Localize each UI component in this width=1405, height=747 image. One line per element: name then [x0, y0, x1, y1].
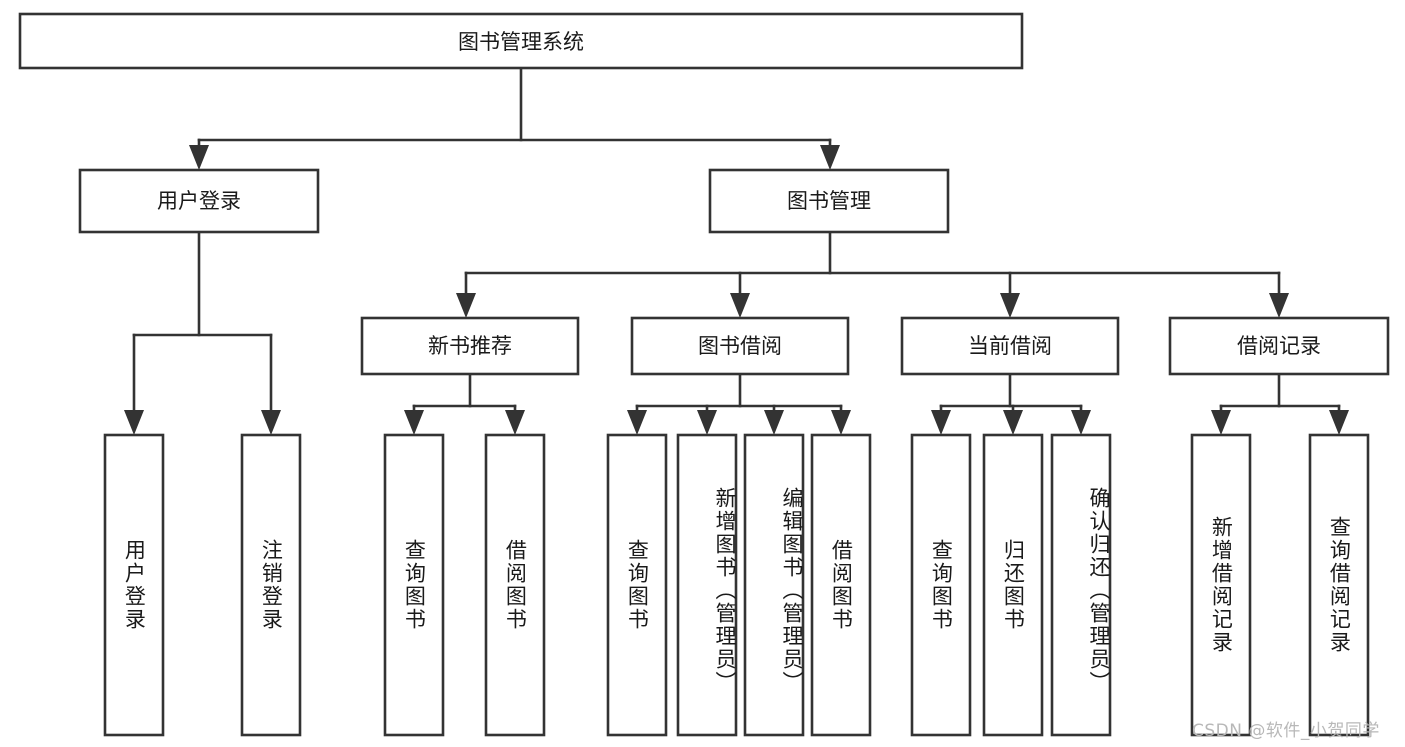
arrow-leaf-user-login: [124, 410, 144, 435]
arrow-new-book-recommend: [456, 293, 476, 318]
edges-layer: [124, 66, 1349, 435]
node-box-leaf-add-book[interactable]: [676, 433, 738, 737]
node-box-leaf-query-book-borrow[interactable]: [606, 433, 668, 737]
node-box-leaf-return-book[interactable]: [982, 433, 1044, 737]
arrow-book-borrow: [730, 293, 750, 318]
node-label-current-borrow: 当前借阅: [968, 334, 1052, 358]
node-box-borrow-record[interactable]: [1168, 316, 1390, 376]
arrow-leaf-edit-book: [764, 410, 784, 435]
node-box-leaf-borrow-book-rec[interactable]: [484, 433, 546, 737]
arrow-book-management: [820, 145, 840, 170]
arrow-user-login: [189, 145, 209, 170]
node-box-book-management[interactable]: [708, 168, 950, 234]
arrow-leaf-logout: [261, 410, 281, 435]
node-box-leaf-borrow-book[interactable]: [810, 433, 872, 737]
arrow-current-borrow: [1000, 293, 1020, 318]
node-label-borrow-record: 借阅记录: [1237, 334, 1321, 358]
node-label-root: 图书管理系统: [458, 30, 584, 54]
node-box-leaf-confirm-return[interactable]: [1050, 433, 1112, 737]
node-box-leaf-user-login[interactable]: [103, 433, 165, 737]
arrow-leaf-query-record: [1329, 410, 1349, 435]
node-box-leaf-query-record[interactable]: [1308, 433, 1370, 737]
nodes-layer: 图书管理系统 用户登录 图书管理 新书推荐 图书借阅 当前借阅 借阅记录: [18, 12, 1390, 737]
arrow-leaf-query-book-rec: [404, 410, 424, 435]
node-label-new-book-recommend: 新书推荐: [428, 334, 512, 358]
node-box-leaf-query-book-current[interactable]: [910, 433, 972, 737]
node-box-current-borrow[interactable]: [900, 316, 1120, 376]
csdn-watermark: CSDN @软件_小贺同学: [1192, 721, 1380, 741]
arrow-leaf-add-book: [697, 410, 717, 435]
node-label-book-management: 图书管理: [787, 189, 871, 213]
node-box-user-login[interactable]: [78, 168, 320, 234]
node-box-leaf-query-book-rec[interactable]: [383, 433, 445, 737]
arrow-borrow-record: [1269, 293, 1289, 318]
arrow-leaf-query-book-borrow: [627, 410, 647, 435]
node-box-new-book-recommend[interactable]: [360, 316, 580, 376]
node-box-root[interactable]: [18, 12, 1024, 70]
node-box-leaf-logout[interactable]: [240, 433, 302, 737]
arrow-leaf-borrow-book-rec: [505, 410, 525, 435]
arrow-leaf-borrow-book: [831, 410, 851, 435]
arrow-leaf-query-book-current: [931, 410, 951, 435]
arrow-leaf-confirm-return: [1071, 410, 1091, 435]
arrow-leaf-return-book: [1003, 410, 1023, 435]
node-box-book-borrow[interactable]: [630, 316, 850, 376]
node-box-leaf-edit-book[interactable]: [743, 433, 805, 737]
arrow-leaf-add-record: [1211, 410, 1231, 435]
node-label-book-borrow: 图书借阅: [698, 334, 782, 358]
node-label-user-login: 用户登录: [157, 189, 241, 213]
node-box-leaf-add-record[interactable]: [1190, 433, 1252, 737]
